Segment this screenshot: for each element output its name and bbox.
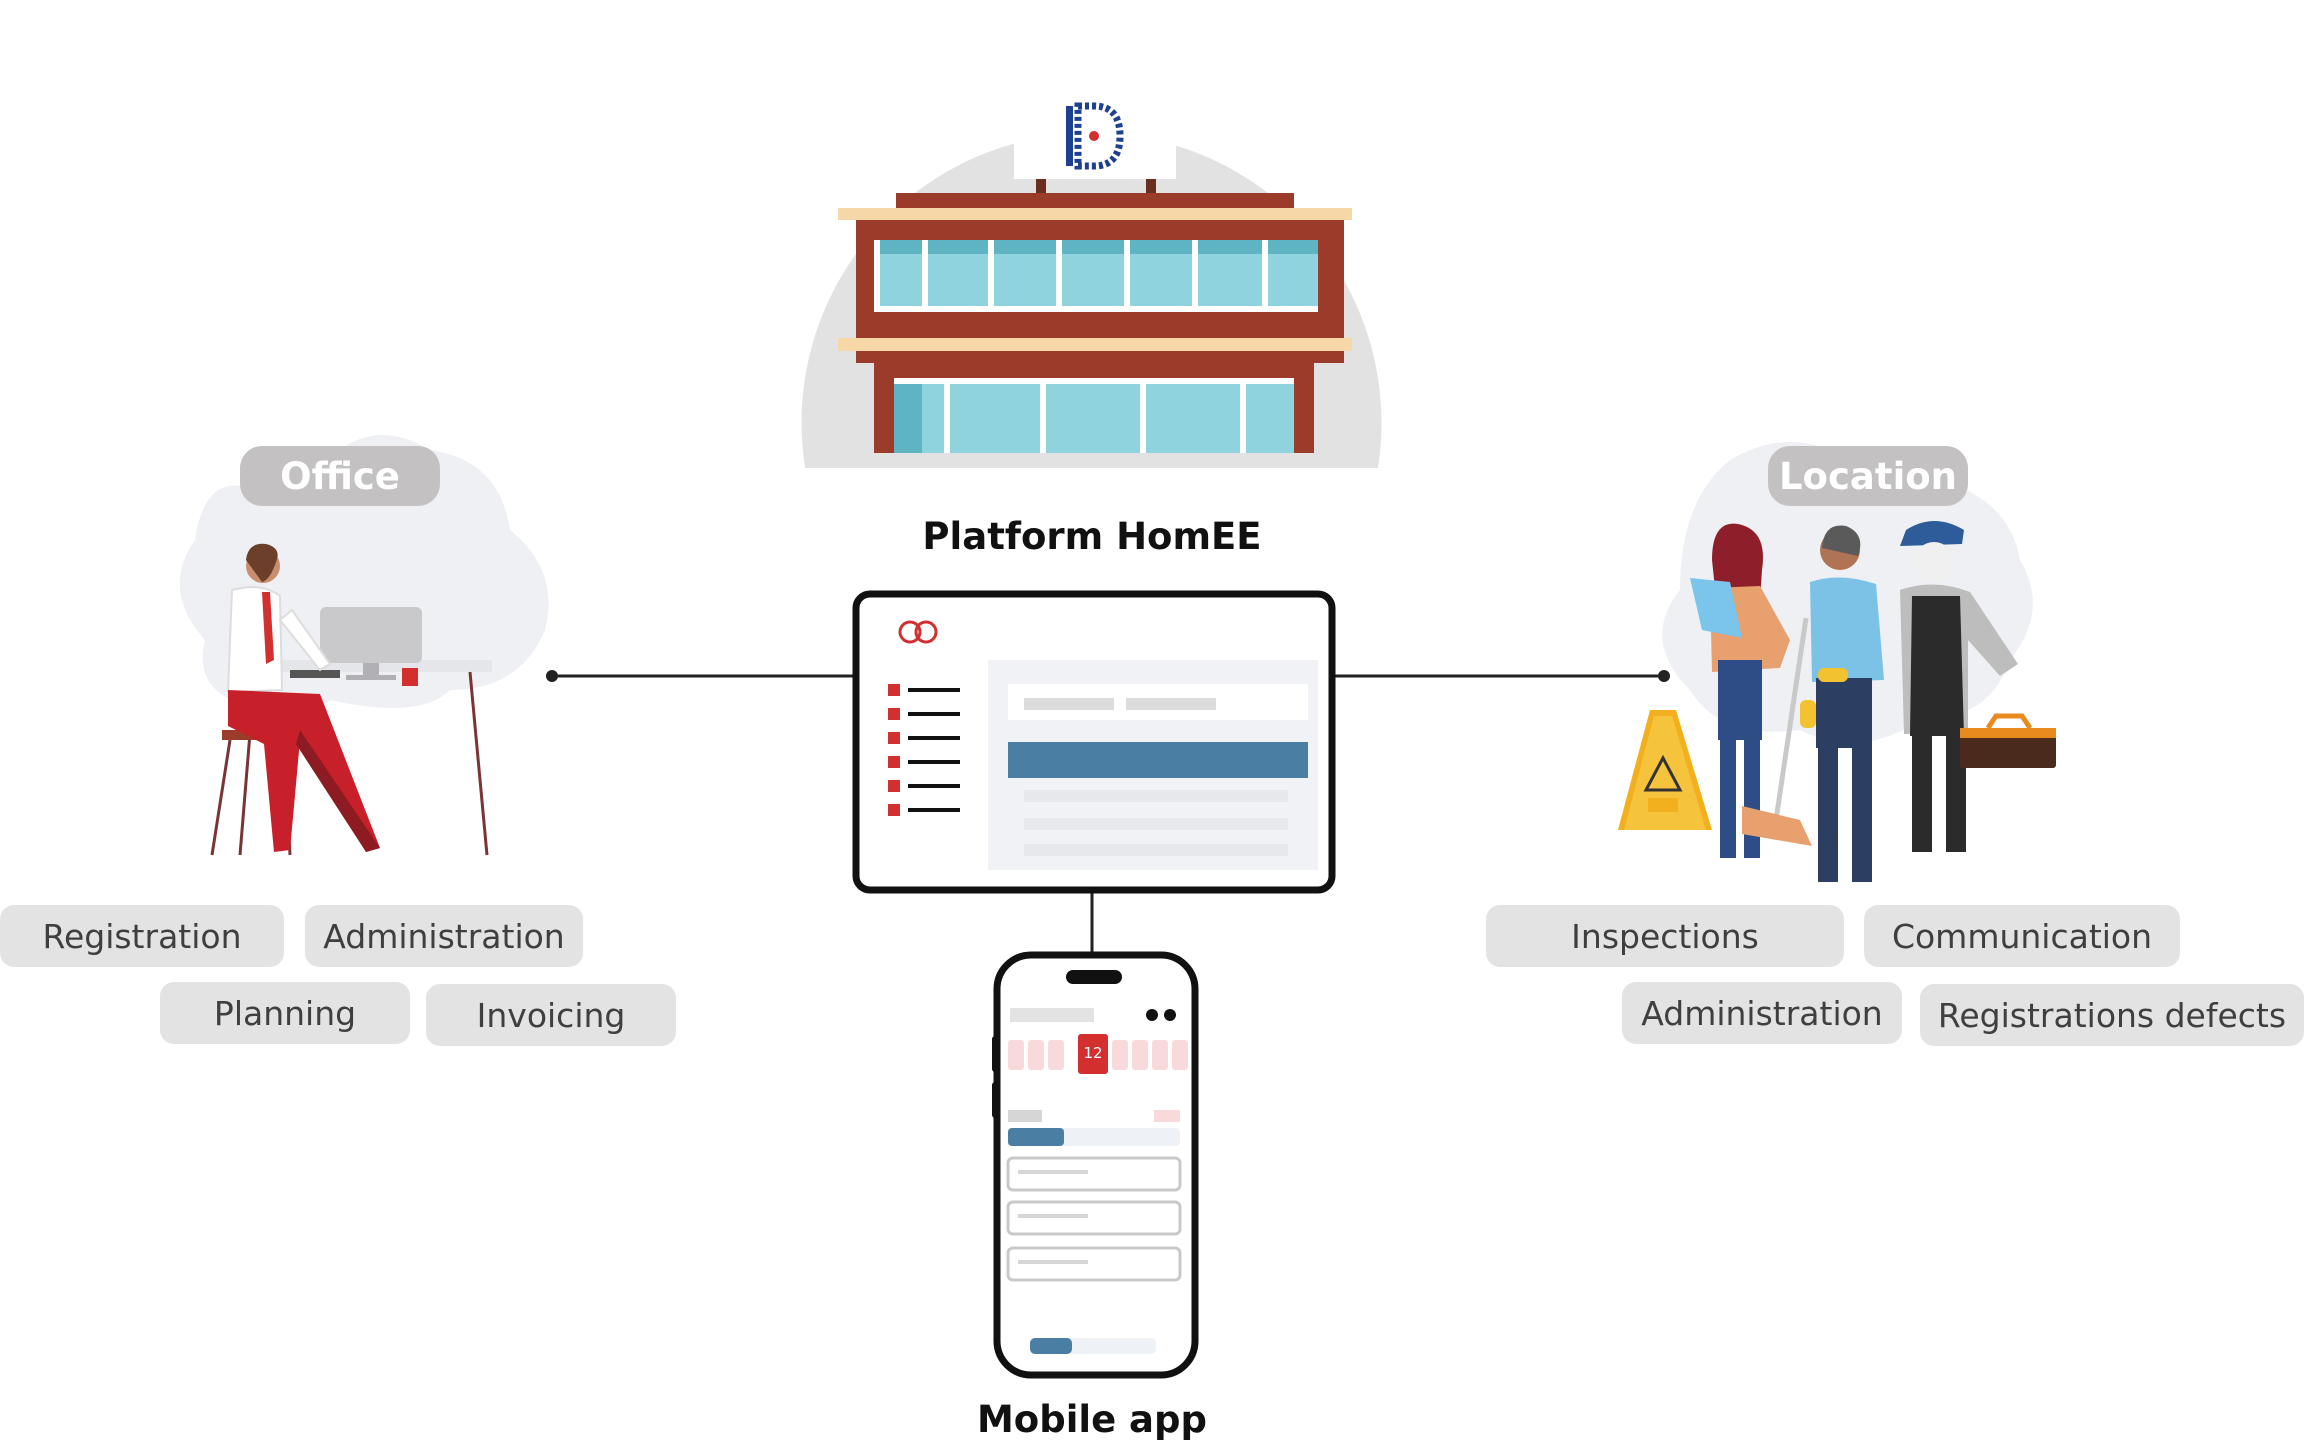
location-tag-communication: Communication bbox=[1864, 905, 2180, 967]
tablet-highlight-row bbox=[1008, 742, 1308, 778]
connector-dot-office bbox=[546, 670, 558, 682]
connectors bbox=[546, 670, 1670, 955]
mobile-phone bbox=[992, 951, 1199, 1379]
office-tag-invoicing: Invoicing bbox=[426, 984, 676, 1046]
mobile-app-title: Mobile app bbox=[976, 1398, 1207, 1441]
office-tag-registration: Registration bbox=[0, 905, 284, 967]
building-logo-icon bbox=[1066, 102, 1124, 170]
field-workers-illustration bbox=[1618, 442, 2056, 882]
connector-dot-location bbox=[1658, 670, 1670, 682]
tablet-sidebar bbox=[888, 684, 900, 816]
location-tag-registrations-defects: Registrations defects bbox=[1920, 984, 2304, 1046]
office-tag-planning: Planning bbox=[160, 982, 410, 1044]
homee-logo-icon bbox=[898, 620, 938, 644]
office-heading: Office bbox=[240, 446, 440, 506]
calendar-day-badge bbox=[1078, 1034, 1108, 1074]
location-tag-inspections: Inspections bbox=[1486, 905, 1844, 967]
office-tag-administration: Administration bbox=[305, 905, 583, 967]
platform-tablet bbox=[852, 590, 1336, 894]
wet-floor-sign-icon bbox=[1618, 710, 1712, 830]
calendar-day-number: 12 bbox=[1083, 1044, 1103, 1062]
toolbox-icon bbox=[1960, 713, 2056, 768]
building-illustration bbox=[801, 93, 1382, 468]
location-tag-administration: Administration bbox=[1622, 982, 1902, 1044]
location-heading: Location bbox=[1768, 446, 1968, 506]
platform-title: Platform HomEE bbox=[922, 515, 1262, 558]
